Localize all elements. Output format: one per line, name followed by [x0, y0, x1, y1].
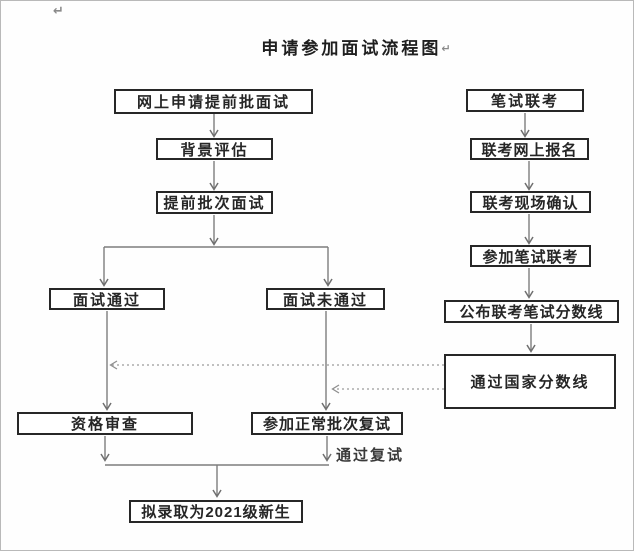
flow-node-national-line: 通过国家分数线 — [444, 354, 616, 409]
flow-node-apply-online: 网上申请提前批面试 — [114, 89, 313, 114]
page-title: 申请参加面试流程图↵ — [231, 34, 481, 59]
flow-node-admission: 拟录取为2021级新生 — [129, 500, 303, 523]
solid-connectors — [99, 113, 536, 498]
flow-node-score-line: 公布联考笔试分数线 — [444, 300, 619, 323]
page-title-text: 申请参加面试流程图 — [261, 39, 442, 58]
flow-node-exam-confirmation: 联考现场确认 — [470, 191, 591, 213]
flow-node-normal-retest: 参加正常批次复试 — [251, 412, 403, 435]
flow-node-interview-passed: 面试通过 — [49, 288, 165, 310]
flow-node-qualification-review: 资格审查 — [17, 412, 193, 435]
flow-node-exam-registration: 联考网上报名 — [470, 138, 589, 160]
paragraph-return-icon: ↵ — [53, 3, 64, 18]
dotted-connectors — [109, 360, 444, 394]
flow-node-interview-failed: 面试未通过 — [266, 288, 385, 310]
flow-node-early-interview: 提前批次面试 — [156, 191, 273, 214]
edge-label-pass-retest: 通过复试 — [336, 447, 405, 464]
flow-node-take-exam: 参加笔试联考 — [470, 245, 591, 267]
paragraph-return-icon: ↵ — [441, 43, 451, 55]
flow-node-background-eval: 背景评估 — [156, 138, 273, 160]
flow-node-written-exam: 笔试联考 — [466, 89, 584, 112]
